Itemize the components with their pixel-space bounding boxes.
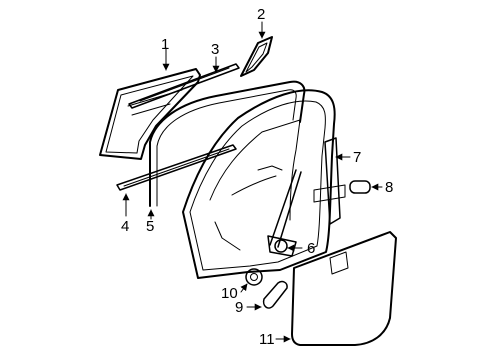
callout-2: 2 — [257, 6, 265, 23]
callout-5: 5 — [146, 218, 154, 235]
callout-6: 6 — [307, 240, 315, 257]
callout-11: 11 — [259, 331, 275, 348]
door-glass — [99, 68, 201, 160]
glass-run-channel — [149, 80, 306, 207]
callout-9: 9 — [235, 299, 243, 316]
leader-lines — [122, 21, 383, 343]
escutcheon — [245, 268, 263, 286]
callout-4: 4 — [121, 218, 129, 235]
regulator-motor — [349, 180, 371, 194]
callout-10: 10 — [221, 285, 238, 302]
lower-weatherstrip — [116, 144, 237, 191]
stationary-glass — [240, 36, 273, 77]
belt-weatherstrip — [128, 63, 240, 109]
window-regulator — [267, 169, 302, 257]
callout-3: 3 — [211, 41, 219, 58]
callout-8: 8 — [385, 179, 393, 196]
regulator-channel — [313, 137, 346, 225]
water-deflector — [291, 231, 397, 346]
callout-7: 7 — [353, 149, 361, 166]
callout-1: 1 — [161, 36, 169, 53]
window-crank-handle — [262, 280, 288, 309]
